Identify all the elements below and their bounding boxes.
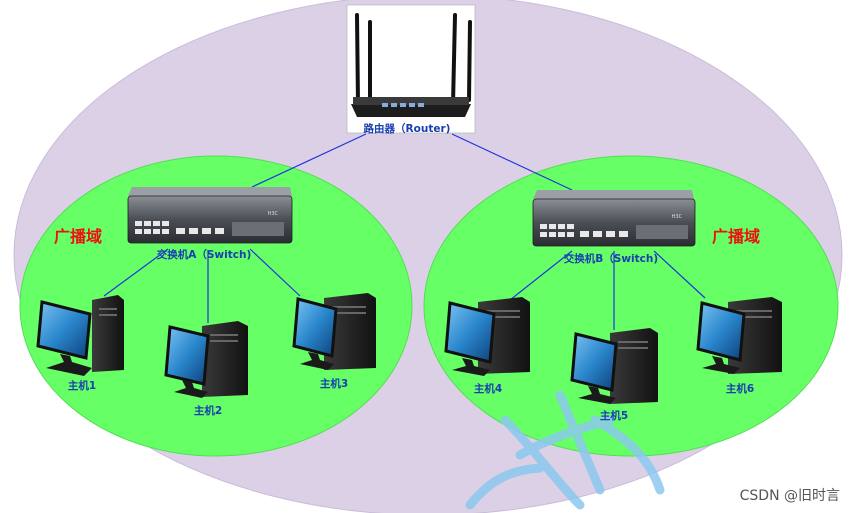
router-ports bbox=[382, 103, 424, 107]
link-switch-b-host-4 bbox=[509, 250, 573, 301]
link-switch-b-host-6 bbox=[653, 250, 706, 299]
router: 路由器（Router) bbox=[346, 4, 476, 135]
router-label: 路由器（Router) bbox=[364, 122, 451, 135]
link-router-switch-b bbox=[451, 133, 573, 191]
host-4-label: 主机4 bbox=[474, 382, 502, 395]
host-5-label: 主机5 bbox=[600, 409, 628, 422]
host-3-label: 主机3 bbox=[320, 377, 348, 390]
link-switch-a-host-1 bbox=[103, 248, 169, 297]
host-2-label: 主机2 bbox=[194, 404, 222, 417]
watermark bbox=[465, 390, 665, 510]
router-antennas bbox=[355, 13, 472, 106]
switch-b: H3C 交换机B（Switch) bbox=[532, 190, 696, 265]
host-3: 主机3 bbox=[292, 293, 376, 390]
switch-b-label: 交换机B（Switch) bbox=[564, 252, 658, 265]
host-6-label: 主机6 bbox=[726, 382, 754, 395]
broadcast-domain-label-a: 广播域 bbox=[54, 227, 102, 246]
broadcast-domain-ellipse-b bbox=[423, 155, 839, 457]
host-1: 主机1 bbox=[36, 295, 124, 392]
host-1-label: 主机1 bbox=[68, 379, 96, 392]
broadcast-domain-ellipse-a bbox=[19, 155, 413, 457]
switch-a: H3C 交换机A（Switch) bbox=[127, 187, 293, 261]
host-4: 主机4 bbox=[444, 297, 530, 395]
host-2: 主机2 bbox=[164, 321, 248, 417]
switch-a-brand: H3C bbox=[268, 211, 279, 217]
broadcast-domain-label-b: 广播域 bbox=[712, 227, 760, 246]
switch-b-brand: H3C bbox=[672, 214, 683, 220]
link-router-switch-a bbox=[251, 133, 367, 188]
host-5: 主机5 bbox=[570, 328, 658, 422]
switch-a-label: 交换机A（Switch) bbox=[157, 248, 252, 261]
host-6: 主机6 bbox=[696, 297, 782, 395]
link-switch-a-host-3 bbox=[249, 248, 301, 297]
credit-watermark: CSDN @旧时言 bbox=[740, 488, 840, 504]
network-links bbox=[103, 133, 706, 330]
